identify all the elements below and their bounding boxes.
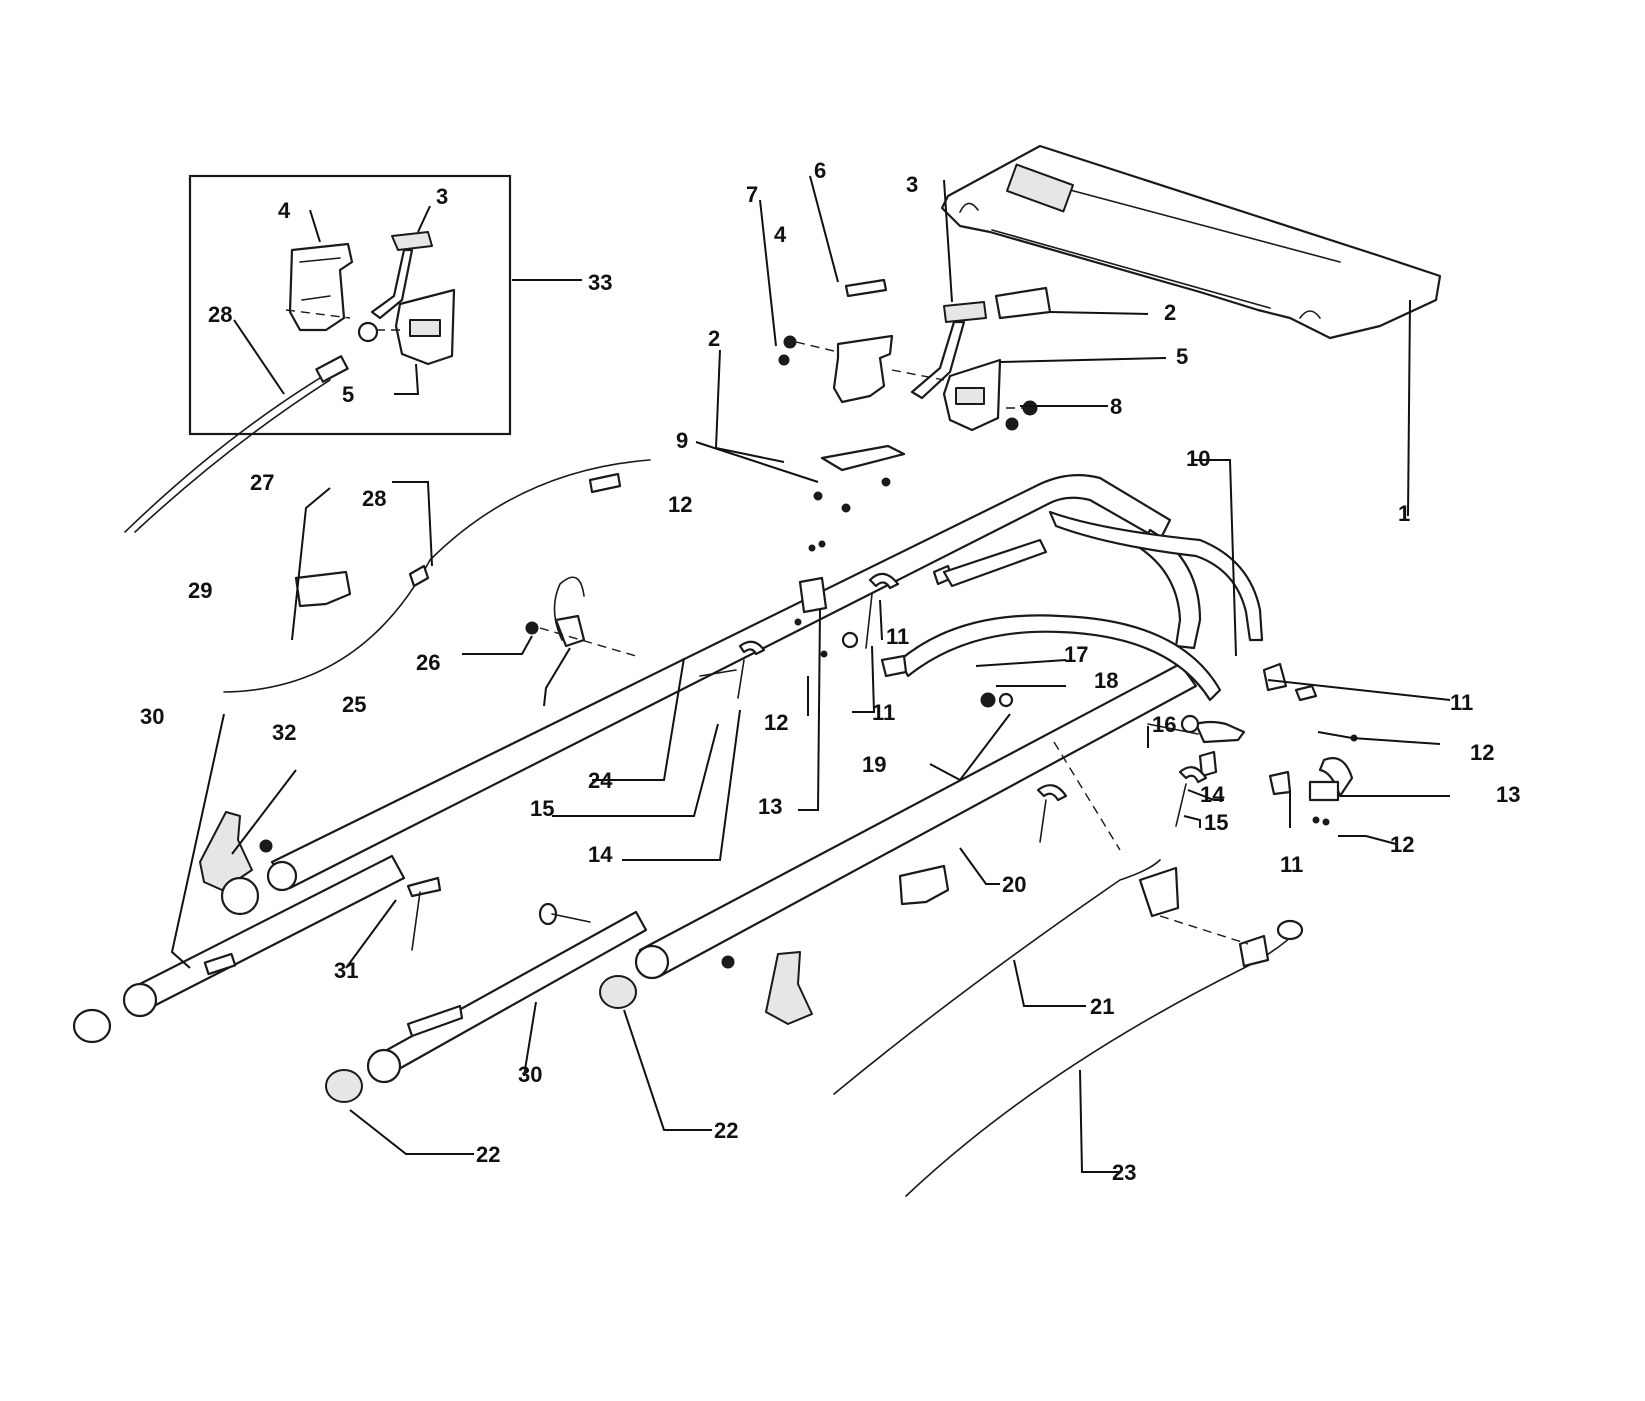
callout-13: 13 (758, 794, 782, 819)
callout-20: 20 (1002, 872, 1026, 897)
callout-14: 14 (1200, 782, 1225, 807)
callout-2: 2 (1164, 300, 1176, 325)
callout-8: 8 (1110, 394, 1122, 419)
callout-13: 13 (1496, 782, 1520, 807)
callout-16: 16 (1152, 712, 1176, 737)
callout-32: 32 (272, 720, 296, 745)
callout-9: 9 (676, 428, 688, 453)
callout-11: 11 (886, 624, 909, 649)
callout-1: 1 (1398, 501, 1410, 526)
callout-30: 30 (140, 704, 164, 729)
callout-6: 6 (814, 158, 826, 183)
callout-3: 3 (906, 172, 918, 197)
callout-12: 12 (764, 710, 788, 735)
callout-28: 28 (208, 302, 232, 327)
callout-31: 31 (334, 958, 358, 983)
callout-5: 5 (1176, 344, 1188, 369)
callout-12: 12 (1390, 832, 1414, 857)
callout-26: 26 (416, 650, 440, 675)
middle-hardware (699, 538, 1358, 1197)
callout-15: 15 (530, 796, 554, 821)
callout-14: 14 (588, 842, 613, 867)
callout-19: 19 (862, 752, 886, 777)
handle-tubes (122, 473, 1264, 1103)
callout-18: 18 (1094, 668, 1118, 693)
callout-21: 21 (1090, 994, 1114, 1019)
callout-28: 28 (362, 486, 386, 511)
callout-15: 15 (1204, 810, 1228, 835)
callout-25: 25 (342, 692, 366, 717)
callout-12: 12 (668, 492, 692, 517)
callout-labels: 1 2 2 3 3 4 4 5 5 6 7 8 9 10 11 11 11 11… (140, 158, 1520, 1185)
callout-leaders (170, 175, 1451, 1173)
control-assembly (778, 278, 1052, 513)
callout-3: 3 (436, 184, 448, 209)
inset-kit-box (124, 174, 512, 533)
callout-23: 23 (1112, 1160, 1136, 1185)
callout-33: 33 (588, 270, 612, 295)
callout-4: 4 (278, 198, 291, 223)
callout-27: 27 (250, 470, 274, 495)
left-hardware (72, 459, 651, 1044)
callout-10: 10 (1186, 446, 1210, 471)
callout-29: 29 (188, 578, 212, 603)
callout-11: 11 (872, 700, 895, 725)
callout-17: 17 (1064, 642, 1088, 667)
callout-11: 11 (1450, 690, 1473, 715)
callout-7: 7 (746, 182, 758, 207)
callout-2: 2 (708, 326, 720, 351)
callout-12: 12 (1470, 740, 1494, 765)
handle-cover (940, 144, 1442, 340)
callout-22: 22 (476, 1142, 500, 1167)
callout-4: 4 (774, 222, 787, 247)
callout-11: 11 (1280, 852, 1303, 877)
callout-22: 22 (714, 1118, 738, 1143)
callout-30: 30 (518, 1062, 542, 1087)
callout-24: 24 (588, 768, 613, 793)
callout-5: 5 (342, 382, 354, 407)
